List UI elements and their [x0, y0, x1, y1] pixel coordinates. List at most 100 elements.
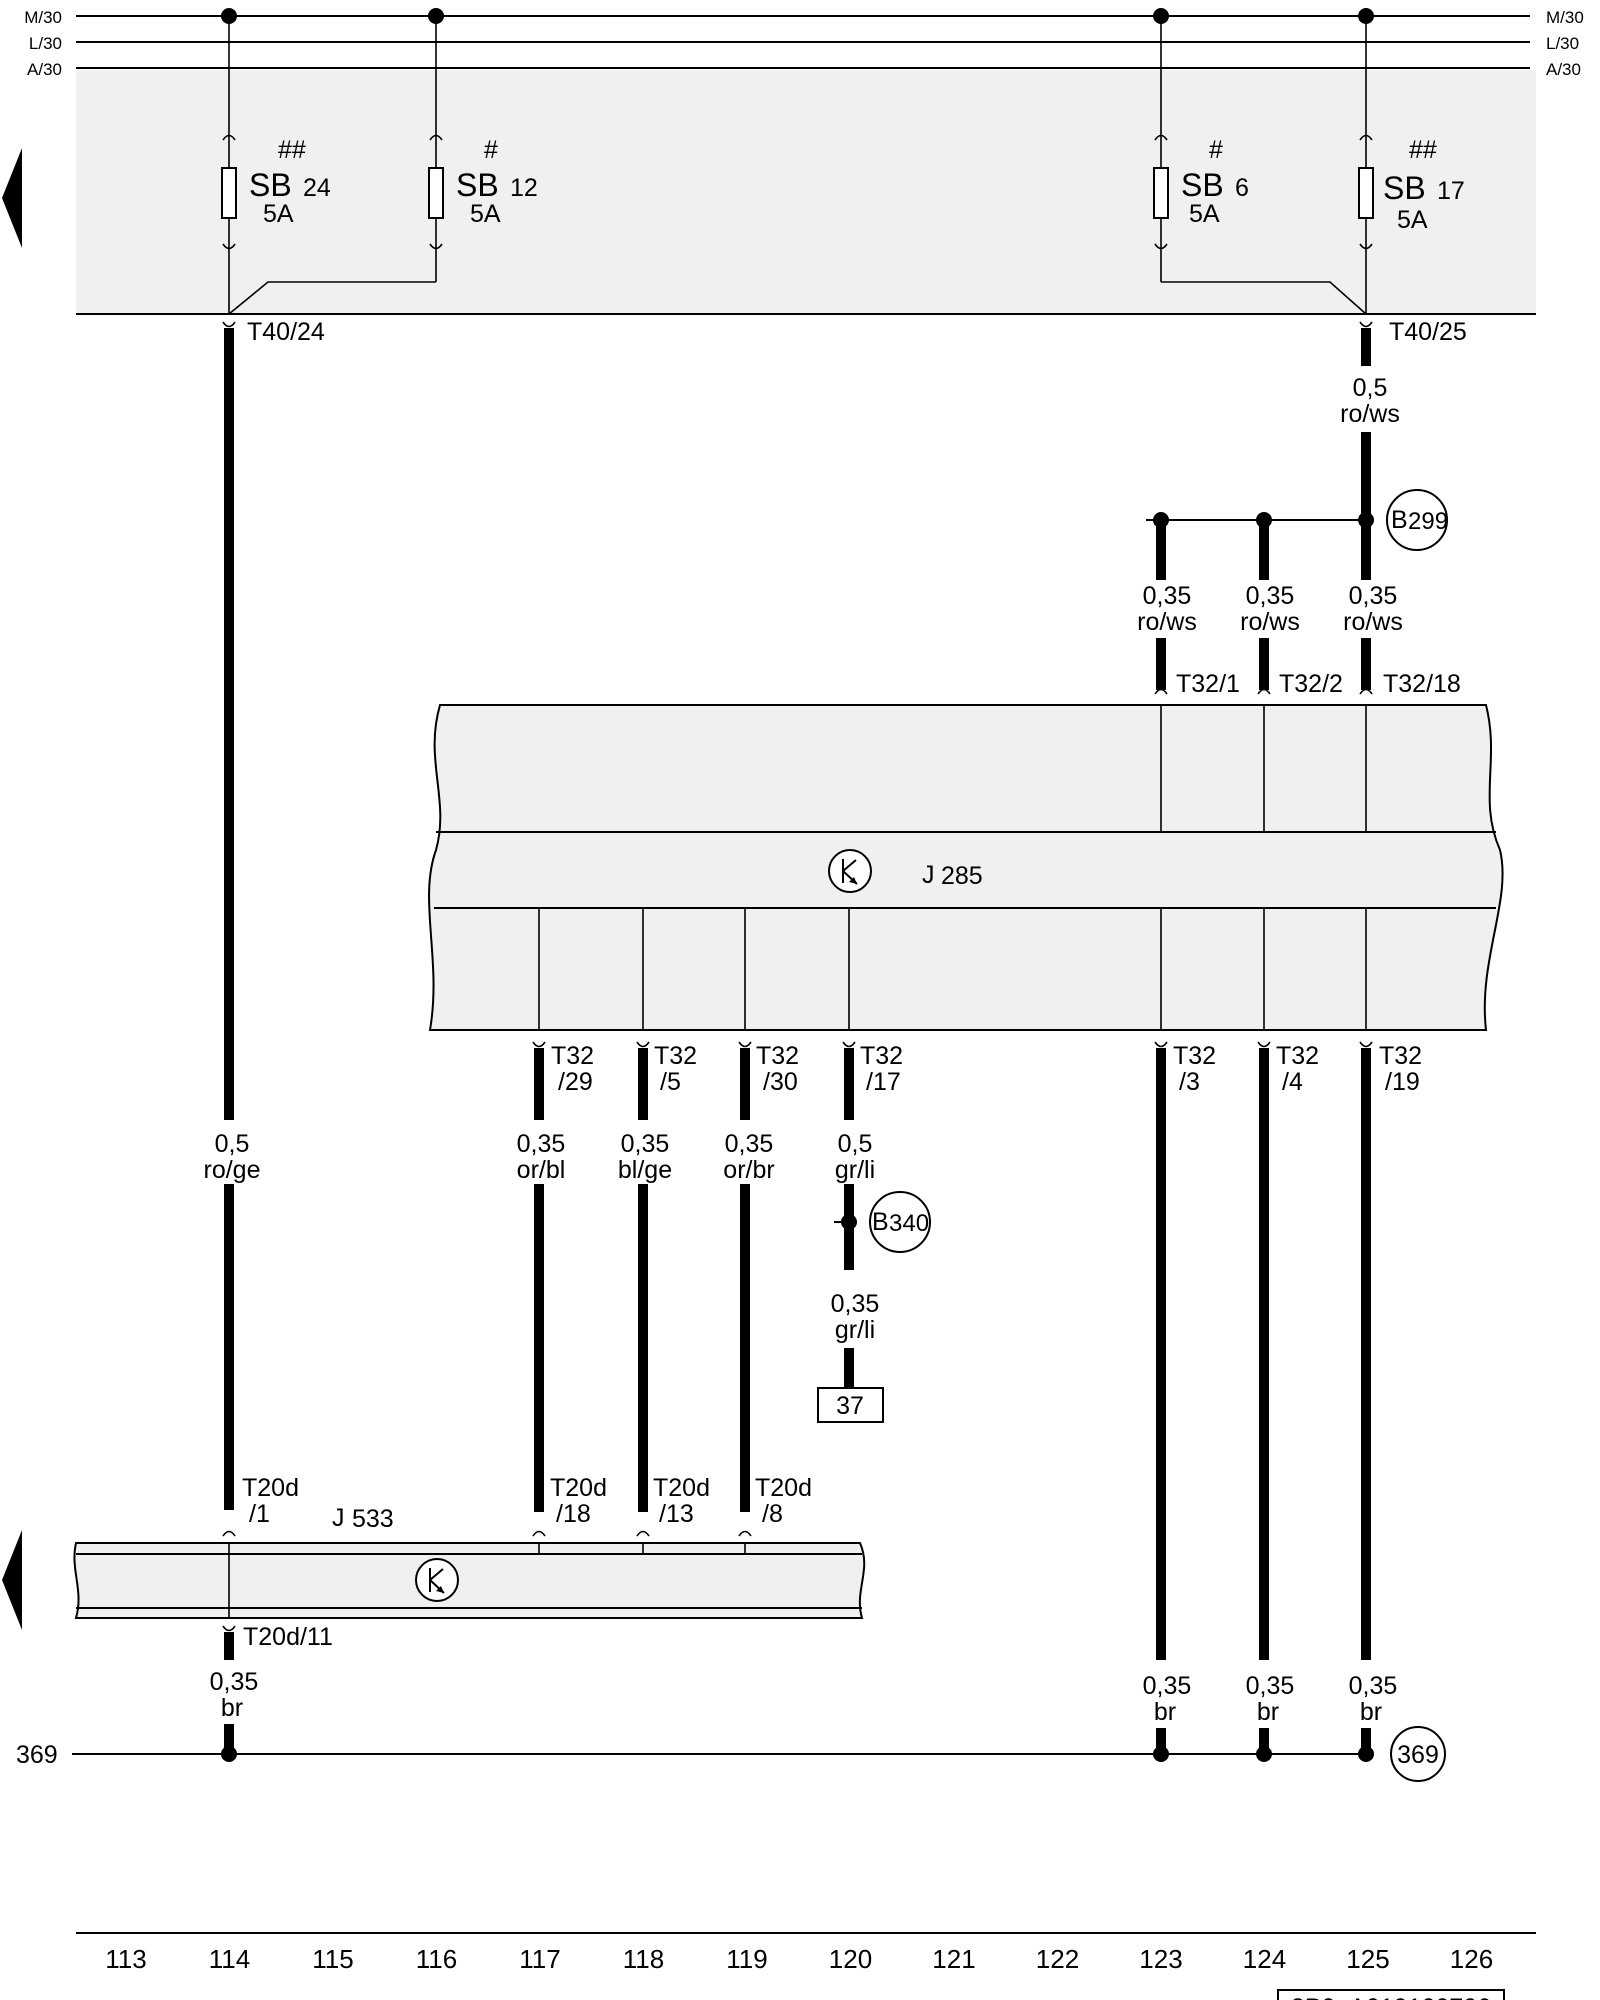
fuse-sb12: # SB 12 5A — [428, 134, 538, 250]
fuse-icon — [1358, 167, 1374, 219]
connector-pin-icon — [1359, 321, 1373, 328]
column-number: 120 — [829, 1944, 872, 1974]
fuse-mark: # — [484, 136, 498, 164]
wire-color: gr/li — [835, 1316, 875, 1344]
column-number: 124 — [1243, 1944, 1286, 1974]
column-number: 119 — [726, 1944, 767, 1974]
connector-label: /1 — [249, 1500, 270, 1528]
wire-size: 0,5 — [215, 1130, 250, 1158]
connector-label: T32 — [860, 1042, 903, 1070]
wire-color: br — [1257, 1698, 1279, 1726]
ground-junction-dot — [1358, 1746, 1374, 1762]
connector-pin-icon — [1359, 688, 1373, 695]
connector-label: /13 — [659, 1500, 694, 1528]
wire-size: 0,35 — [1246, 582, 1295, 610]
ground-line-label: 369 — [16, 1741, 58, 1769]
connector-t32-18: T32/18 — [1383, 670, 1461, 698]
column-number: 117 — [519, 1944, 560, 1974]
splice-number: 340 — [889, 1210, 929, 1237]
module-number: 285 — [941, 862, 983, 890]
reference-box-label: 37 — [836, 1392, 864, 1420]
wire-size: 0,5 — [838, 1130, 873, 1158]
module-letter: J — [332, 1504, 345, 1532]
connector-label: T32 — [1276, 1042, 1319, 1070]
splice-b299: B 299 — [1386, 489, 1448, 551]
wire-color: or/bl — [517, 1156, 566, 1184]
connector-label: T20d — [550, 1474, 607, 1502]
ground-junction-dot — [221, 1746, 237, 1762]
connector-label: /4 — [1282, 1068, 1303, 1096]
column-number: 115 — [312, 1944, 353, 1974]
rail-label-left: A/30 — [27, 60, 62, 79]
connector-t40-25: T40/25 — [1389, 318, 1467, 346]
wire-color: br — [1360, 1698, 1382, 1726]
power-rails: M/30 L/30 A/30 M/30 L/30 A/30 — [24, 8, 1584, 79]
wire-color: ro/ws — [1340, 400, 1400, 428]
fuse-clip-icon — [1154, 134, 1168, 250]
splice-b340: B 340 — [869, 1191, 931, 1253]
control-unit-icon — [828, 849, 872, 893]
module-number: 533 — [352, 1505, 394, 1533]
document-id: 8P0–A019100706 — [1291, 1994, 1491, 2000]
connector-pin-icon — [222, 1530, 752, 1537]
rail-junction-dot — [221, 8, 237, 24]
connector-t40-24: T40/24 — [247, 318, 325, 346]
splice-dot — [1358, 512, 1374, 528]
connector-label: /29 — [558, 1068, 593, 1096]
fuse-icon — [428, 167, 444, 219]
wire-size: 0,5 — [1353, 374, 1388, 402]
splice-dot — [841, 1214, 857, 1230]
connector-label: T20d — [242, 1474, 299, 1502]
continuation-arrow-icon — [2, 148, 22, 248]
rail-label-right: A/30 — [1546, 60, 1581, 79]
wire-color: gr/li — [835, 1156, 875, 1184]
connector-label: T32 — [654, 1042, 697, 1070]
splice-circle-icon — [869, 1191, 931, 1253]
wire-size: 0,35 — [725, 1130, 774, 1158]
connector-pin-icon — [222, 1625, 236, 1632]
splice-number: 299 — [1408, 508, 1448, 535]
fuse-clip-icon — [429, 134, 443, 250]
column-number: 118 — [623, 1944, 664, 1974]
rail-junction-dot — [1358, 8, 1374, 24]
connector-label: /5 — [660, 1068, 681, 1096]
rail-label-left: L/30 — [29, 34, 62, 53]
fuse-number: 12 — [510, 174, 538, 202]
column-number: 113 — [105, 1944, 146, 1974]
module-j285: J 285 — [428, 704, 1504, 1031]
column-number: 125 — [1346, 1944, 1389, 1974]
fuse-number: 17 — [1437, 177, 1465, 205]
wire-size: 0,35 — [1246, 1672, 1295, 1700]
wire-color: or/br — [723, 1156, 774, 1184]
connector-label: /3 — [1179, 1068, 1200, 1096]
ground-point-label: 369 — [1397, 1741, 1439, 1769]
column-number: 122 — [1036, 1944, 1079, 1974]
connector-label: /19 — [1385, 1068, 1420, 1096]
fuse-clip-icon — [1359, 134, 1373, 250]
connector-label: /30 — [763, 1068, 798, 1096]
connector-label: T20d — [653, 1474, 710, 1502]
connector-label: T32 — [1173, 1042, 1216, 1070]
j285-bottom-connectors: T32 /29 T32 /5 T32 /30 T32 /17 T32 /3 T3… — [532, 1041, 1422, 1096]
wire-size: 0,35 — [621, 1130, 670, 1158]
wire-color: bl/ge — [618, 1156, 672, 1184]
connector-t32-1: T32/1 — [1176, 670, 1240, 698]
wire-size: 0,35 — [1143, 582, 1192, 610]
rail-junction-dot — [428, 8, 444, 24]
connector-label: /17 — [866, 1068, 901, 1096]
control-unit-icon — [415, 1558, 459, 1602]
module-body — [73, 1542, 866, 1619]
internal-wire — [1161, 281, 1367, 315]
ground-junction-dot — [1153, 1746, 1169, 1762]
fuse-name: SB — [1181, 167, 1224, 203]
connector-label: T32 — [551, 1042, 594, 1070]
internal-wire — [228, 281, 436, 315]
fuse-number: 6 — [1235, 174, 1249, 202]
ground-junction-dot — [1256, 1746, 1272, 1762]
splice-circle-icon — [1386, 489, 1448, 551]
rail-label-right: M/30 — [1546, 8, 1584, 27]
wire-color: ro/ge — [204, 1156, 261, 1184]
connector-pin-icon — [532, 1041, 1373, 1048]
connector-label: /18 — [556, 1500, 591, 1528]
